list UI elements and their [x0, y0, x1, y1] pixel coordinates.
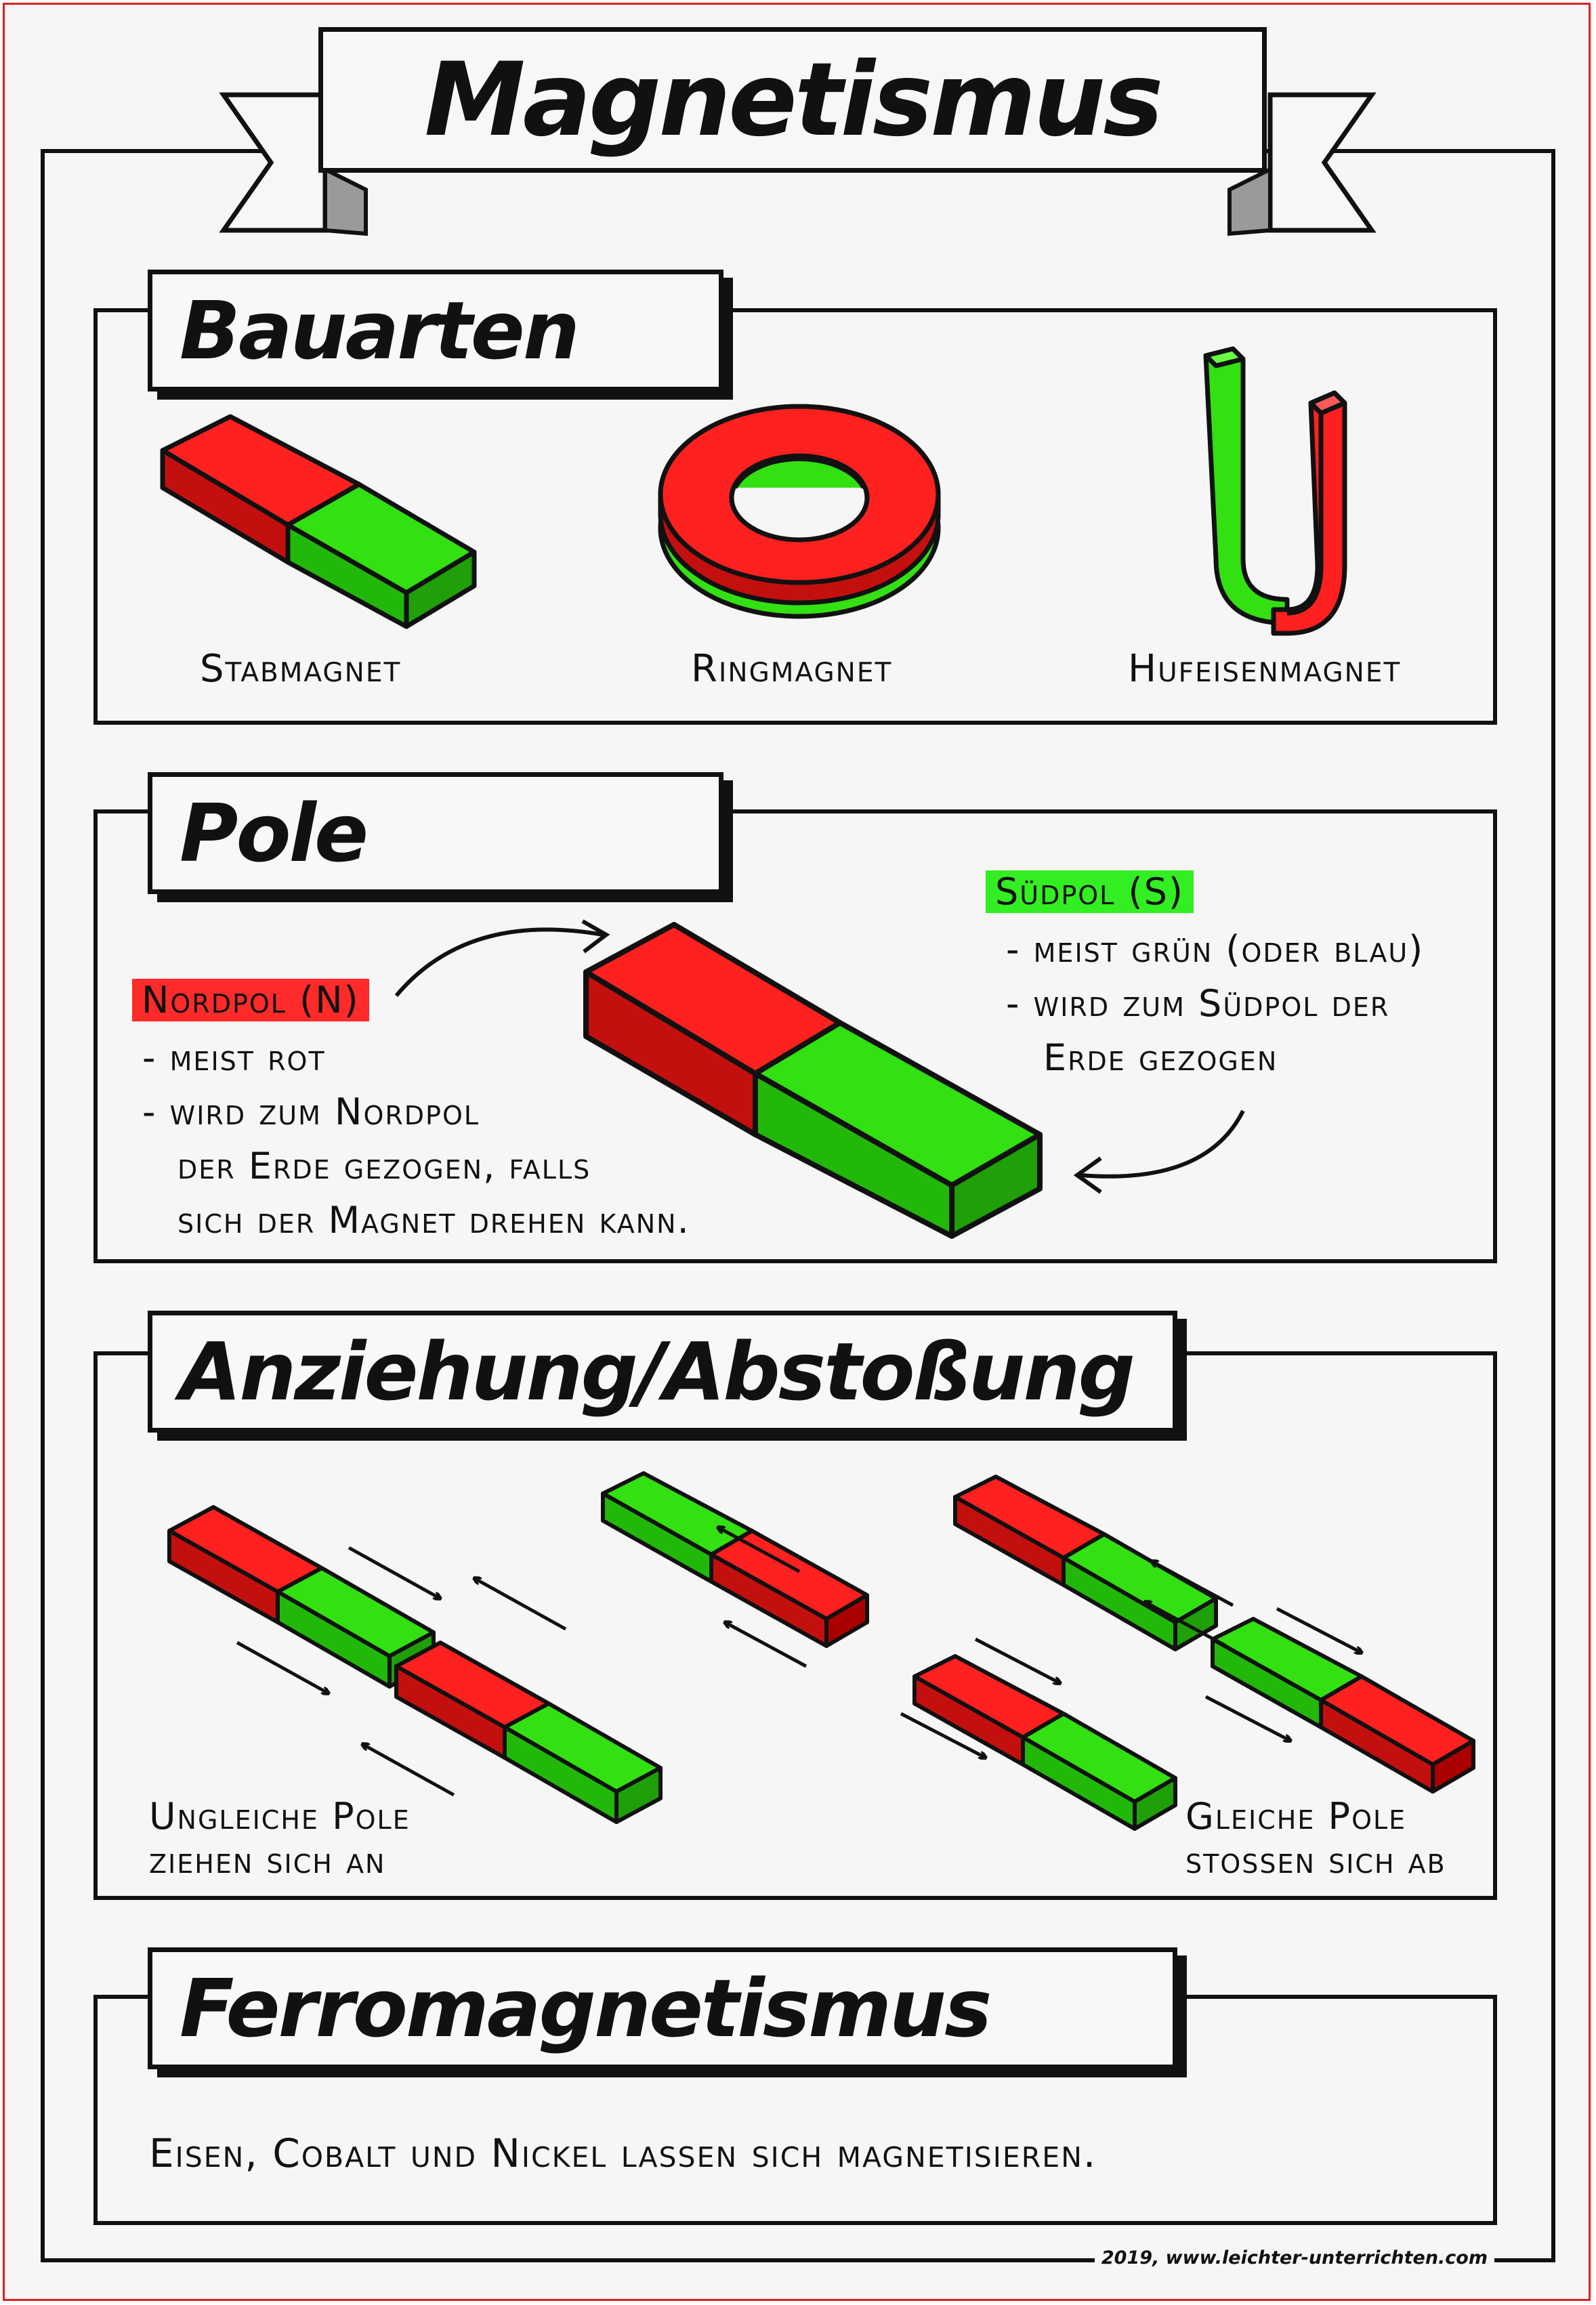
caption-ringmagnet: Ringmagnet	[691, 647, 893, 691]
nordpol-line-3: der Erde gezogen, falls	[177, 1145, 591, 1187]
suedpol-label-text: Südpol (S)	[986, 870, 1194, 913]
arrow-to-south	[1073, 1109, 1245, 1194]
heading-pole-text: Pole	[180, 786, 369, 880]
nordpol-line-2: - wird zum Nordpol	[142, 1091, 480, 1133]
bar-magnet-icon	[160, 414, 477, 629]
big-bar-magnet-icon	[583, 922, 1043, 1239]
caption-stabmagnet: Stabmagnet	[200, 647, 402, 691]
arrow-to-north	[394, 919, 610, 997]
heading-anziehung: Anziehung/Abstoßung	[148, 1311, 1177, 1433]
title-banner: Magnetismus	[318, 27, 1267, 173]
nordpol-label-text: Nordpol (N)	[132, 979, 369, 1021]
ferro-text: Eisen, Cobalt und Nickel lassen sich mag…	[149, 2130, 1097, 2176]
heading-anziehung-text: Anziehung/Abstoßung	[180, 1325, 1135, 1418]
suedpol-line-2: - wird zum Südpol der	[1006, 982, 1390, 1025]
banner-tail-left	[219, 92, 368, 236]
suedpol-line-1: - meist grün (oder blau)	[1006, 928, 1425, 971]
heading-ferro-text: Ferromagnetismus	[180, 1962, 992, 2055]
heading-ferro: Ferromagnetismus	[148, 1947, 1177, 2069]
nordpol-line-4: sich der Magnet drehen kann.	[177, 1199, 690, 1242]
panel-pole	[93, 809, 1497, 1263]
heading-pole: Pole	[148, 772, 723, 894]
nordpol-line-1: - meist rot	[142, 1036, 326, 1079]
suedpol-line-3: Erde gezogen	[1043, 1036, 1278, 1079]
gleich-line-1: Gleiche Pole	[1185, 1795, 1407, 1838]
gleich-line-2: stossen sich ab	[1185, 1839, 1446, 1882]
heading-bauarten: Bauarten	[148, 270, 723, 392]
suedpol-label: Südpol (S)	[986, 870, 1194, 913]
heading-bauarten-text: Bauarten	[180, 284, 580, 377]
nordpol-label: Nordpol (N)	[132, 979, 369, 1021]
panel-bauarten	[93, 308, 1497, 725]
horseshoe-magnet-icon	[1203, 346, 1347, 636]
page-title: Magnetismus	[424, 41, 1163, 159]
attraction-repulsion-illustration	[167, 1471, 1475, 1831]
ungleich-line-2: ziehen sich an	[149, 1839, 386, 1882]
ungleich-line-1: Ungleiche Pole	[149, 1795, 411, 1838]
footer-credit: 2019, www.leichter-unterrichten.com	[1094, 2247, 1494, 2268]
ring-magnet-icon	[658, 404, 941, 619]
caption-hufeisenmagnet: Hufeisenmagnet	[1128, 647, 1402, 691]
banner-tail-right	[1227, 92, 1377, 236]
